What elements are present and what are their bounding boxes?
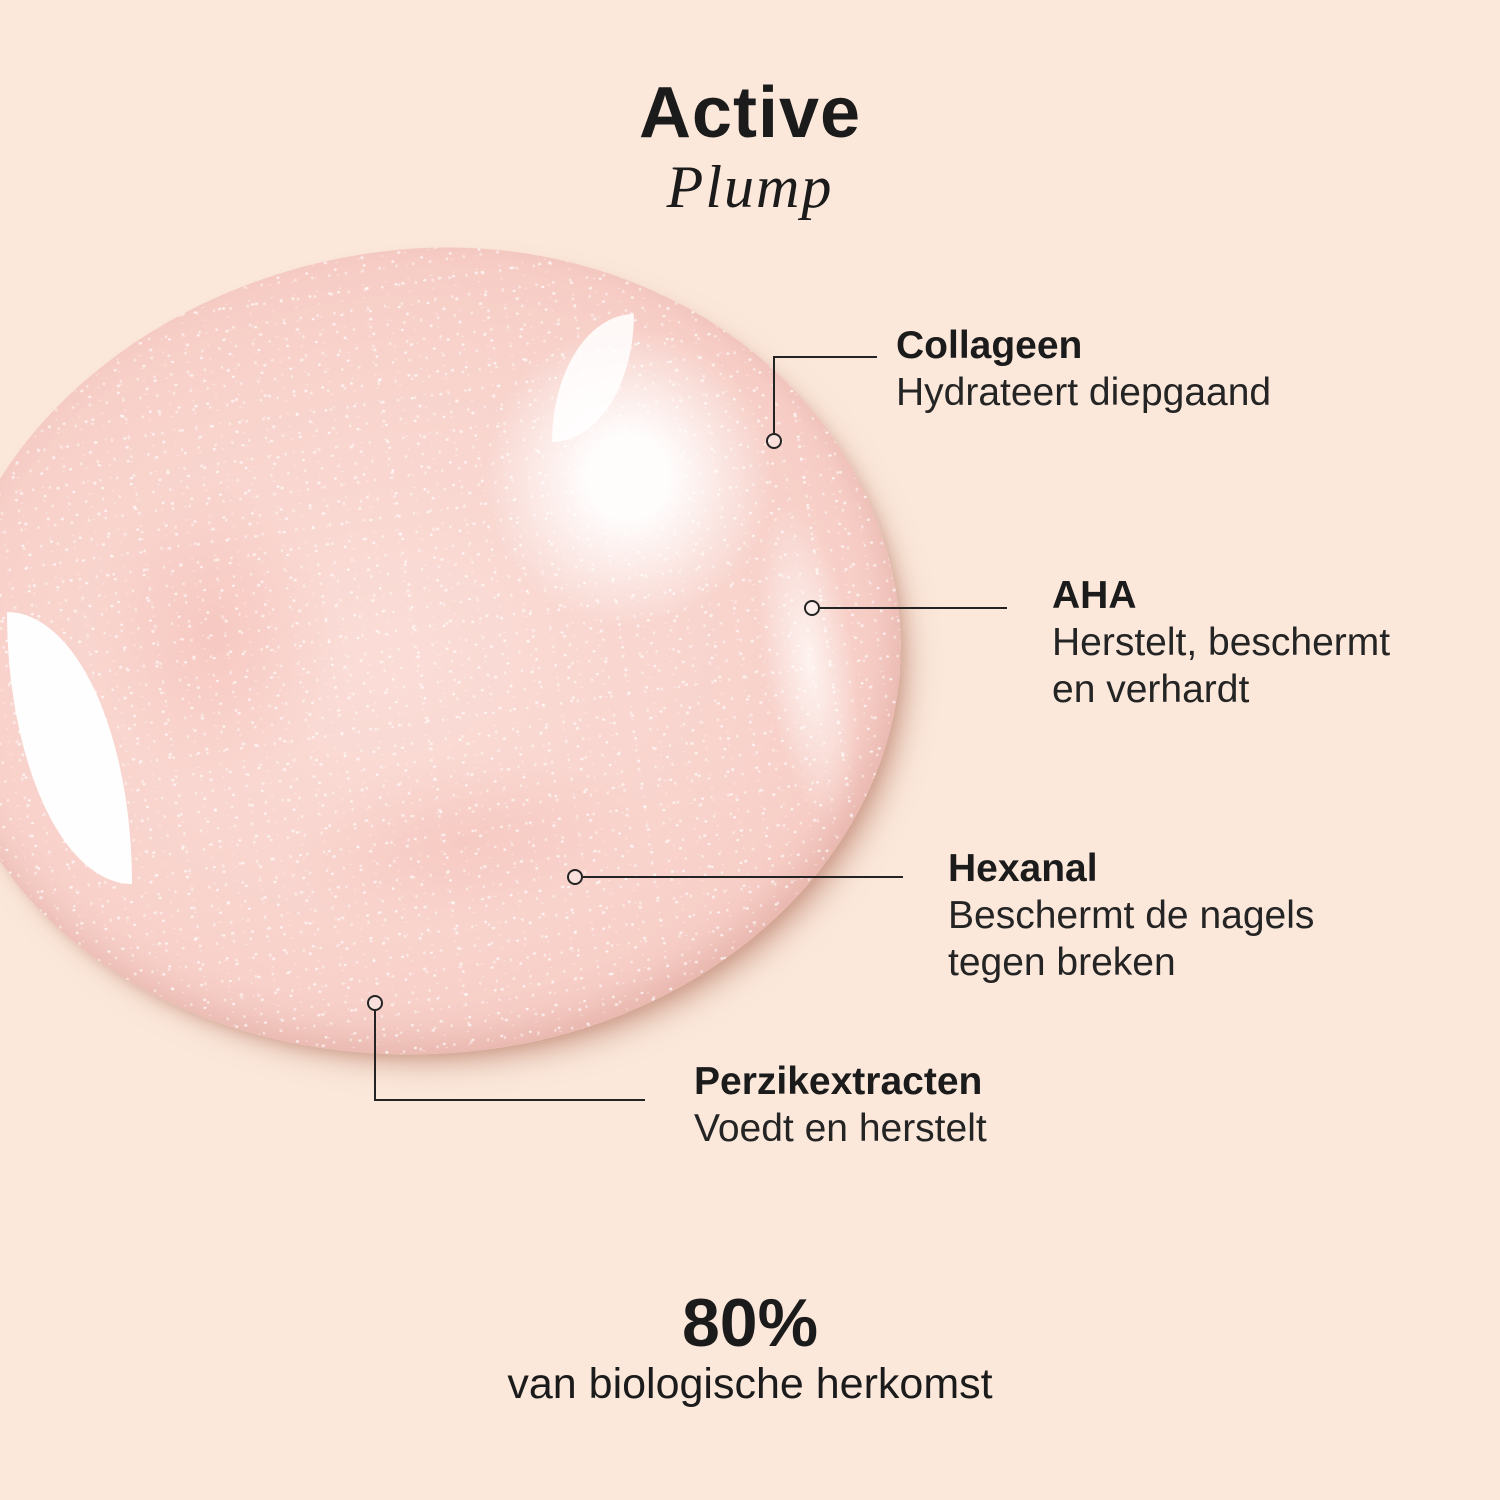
callout-label: AHA: [1052, 574, 1137, 617]
callout-hexanal: Hexanal Beschermt de nagels tegen breken: [948, 845, 1314, 986]
biological-percentage: 80%: [681, 1285, 819, 1361]
callout-collageen: Collageen Hydrateert diepgaand: [896, 322, 1271, 416]
callout-desc-line: en verhardt: [1052, 668, 1250, 711]
callout-label: Hexanal: [948, 847, 1098, 890]
callout-desc-line: tegen breken: [948, 941, 1176, 984]
callout-label: Collageen: [896, 324, 1083, 367]
callout-aha: AHA Herstelt, beschermt en verhardt: [1052, 572, 1390, 713]
header: Active Plump: [450, 73, 1050, 221]
product-swatch-blob: [0, 187, 952, 1118]
footer: 80% van biologische herkomst: [450, 1285, 1050, 1409]
biological-caption: van biologische herkomst: [507, 1360, 993, 1408]
callout-desc-line: Herstelt, beschermt: [1052, 621, 1391, 664]
product-brand-title: Active: [638, 73, 862, 153]
callout-desc-line: Voedt en herstelt: [694, 1107, 987, 1150]
callout-desc-line: Beschermt de nagels: [948, 894, 1315, 937]
callout-desc-line: Hydrateert diepgaand: [896, 371, 1272, 414]
callout-label: Perzikextracten: [694, 1060, 983, 1103]
product-variant-title: Plump: [666, 154, 834, 220]
callout-perzikextracten: Perzikextracten Voedt en herstelt: [694, 1058, 987, 1152]
